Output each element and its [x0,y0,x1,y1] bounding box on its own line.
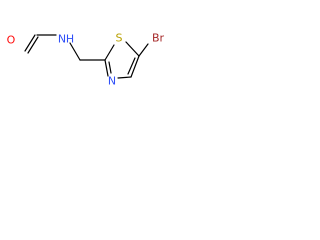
bond-nitrogen-methylene [69,42,81,61]
bond-carbonyl-double-a [24,34,36,52]
bond-ring-c2-s [104,44,115,61]
bond-ring-c4-n3 [117,76,132,79]
bond-ring-s-c5 [125,41,140,57]
atom-labels: O N H S N Br [7,32,165,88]
bonds [24,34,149,79]
molecule-diagram: O N H S N Br [7,32,165,88]
bond-ring-c5-c4-inner [127,57,136,75]
oxygen-atom-label: O [7,34,16,47]
bond-carbonyl-double-b [27,36,39,54]
bond-c5-bromine [138,43,149,57]
amide-hydrogen-label: H [66,33,74,46]
amide-nitrogen-label: N [58,33,66,46]
bromine-atom-label: Br [152,32,165,45]
thiazole-nitrogen-label: N [108,75,116,88]
bond-ring-c5-c4 [130,55,140,78]
bond-ring-n3-c2-inner [108,61,112,74]
thiazole-sulfur-label: S [116,32,123,45]
bond-ring-n3-c2 [104,59,109,77]
